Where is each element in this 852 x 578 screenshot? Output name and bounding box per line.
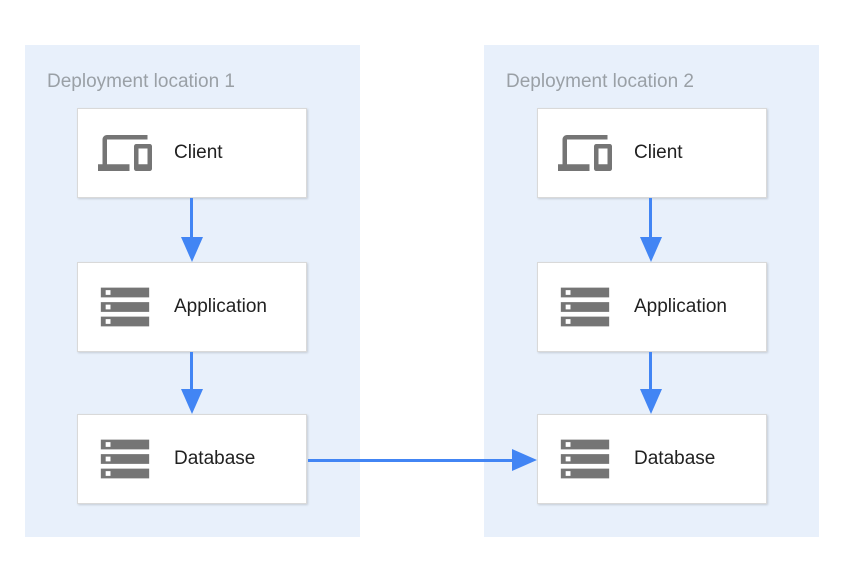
arrow-head-down-icon: [640, 389, 662, 414]
node-label: Database: [174, 448, 256, 469]
application-node-1: Application: [77, 262, 307, 352]
database-node-2: Database: [537, 414, 767, 504]
deployment-location-2-panel: Deployment location 2 Client Application: [484, 45, 819, 537]
devices-icon: [96, 124, 154, 182]
arrow-head-down-icon: [181, 389, 203, 414]
panel-title-1: Deployment location 1: [47, 71, 235, 92]
deployment-location-1-panel: Deployment location 1 Client Application: [25, 45, 360, 537]
node-label: Client: [174, 142, 223, 163]
node-label: Application: [634, 296, 727, 317]
storage-icon: [556, 430, 614, 488]
arrow-line: [190, 198, 193, 240]
arrow-head-down-icon: [640, 237, 662, 262]
arrow-line: [649, 352, 652, 390]
arrow-line: [190, 352, 193, 390]
database-node-1: Database: [77, 414, 307, 504]
storage-icon: [556, 278, 614, 336]
arrow-head-right-icon: [512, 449, 537, 471]
client-node-1: Client: [77, 108, 307, 198]
node-label: Database: [634, 448, 716, 469]
panel-title-2: Deployment location 2: [506, 71, 694, 92]
devices-icon: [556, 124, 614, 182]
application-node-2: Application: [537, 262, 767, 352]
client-node-2: Client: [537, 108, 767, 198]
storage-icon: [96, 278, 154, 336]
arrow-line: [308, 459, 513, 462]
storage-icon: [96, 430, 154, 488]
arrow-head-down-icon: [181, 237, 203, 262]
node-label: Client: [634, 142, 683, 163]
arrow-line: [649, 198, 652, 240]
node-label: Application: [174, 296, 267, 317]
